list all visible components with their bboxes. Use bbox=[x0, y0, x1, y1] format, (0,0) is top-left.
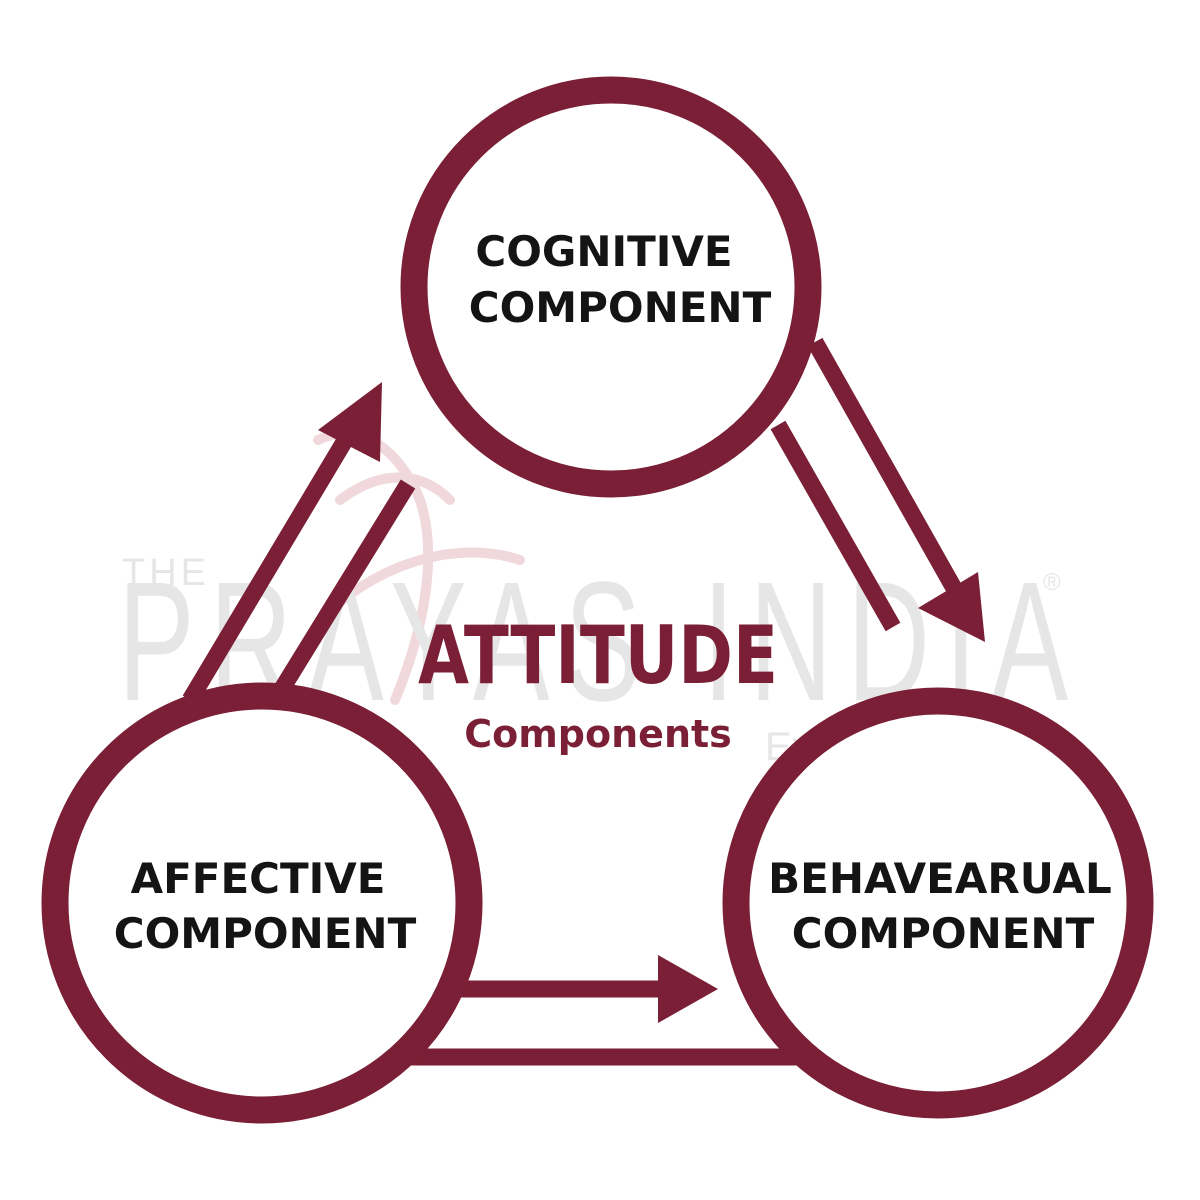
center-subtitle: Components bbox=[464, 712, 732, 756]
node-circles bbox=[41, 76, 1154, 1124]
cognitive-circle bbox=[400, 76, 822, 498]
behavioural-label-line1: BEHAVEARUAL bbox=[768, 854, 1112, 903]
arrow-affective-to-cognitive-shaft-inner bbox=[264, 479, 416, 710]
arrow-cognitive-to-behavioural-shaft-outer bbox=[807, 337, 963, 595]
node-labels: COGNITIVE COMPONENT AFFECTIVE COMPONENT … bbox=[114, 227, 1112, 958]
arrow-cognitive-to-behavioural-head bbox=[918, 572, 985, 642]
arrow-cognitive-to-behavioural-shaft-inner bbox=[770, 420, 901, 632]
behavioural-circle bbox=[722, 687, 1154, 1119]
affective-label-line1: AFFECTIVE bbox=[131, 854, 386, 903]
arrows bbox=[182, 337, 985, 1066]
cognitive-label-line2: COMPONENT bbox=[469, 283, 772, 332]
affective-circle bbox=[41, 682, 483, 1124]
arrow-affective-to-behavioural-head bbox=[658, 955, 718, 1023]
affective-label-line2: COMPONENT bbox=[114, 909, 417, 958]
center-title: ATTITUDE bbox=[418, 609, 778, 702]
watermark-small-text: THE bbox=[122, 552, 210, 594]
behavioural-label-line2: COMPONENT bbox=[792, 909, 1095, 958]
cognitive-label-line1: COGNITIVE bbox=[475, 227, 732, 276]
arrow-affective-to-cognitive-head bbox=[318, 382, 382, 462]
center-title-group: ATTITUDE Components bbox=[418, 609, 778, 756]
watermark-registered-mark: ® bbox=[1043, 569, 1061, 596]
arrow-affective-to-cognitive-shaft-outer bbox=[182, 427, 358, 705]
